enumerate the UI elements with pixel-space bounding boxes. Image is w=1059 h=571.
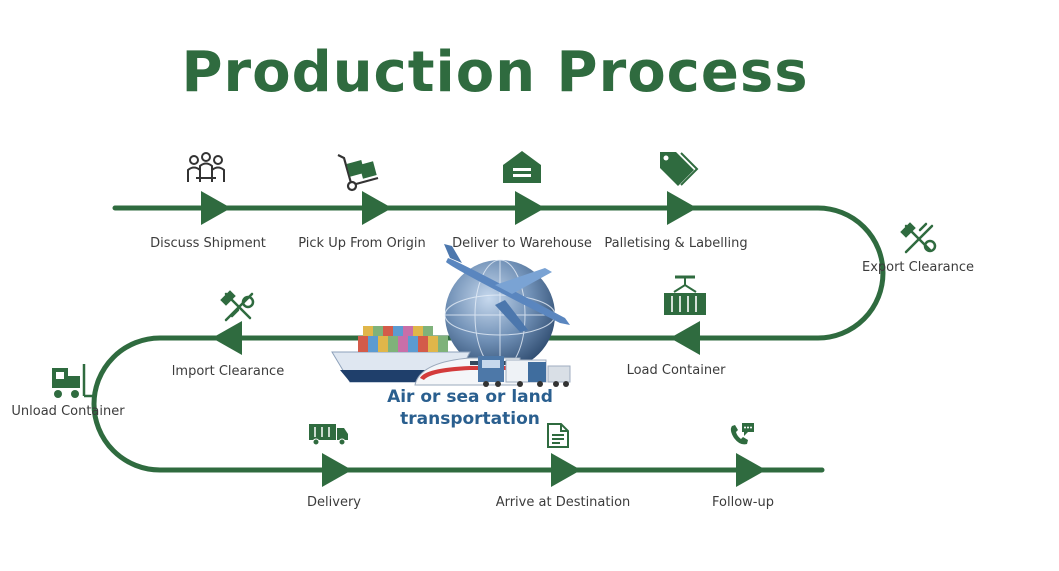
step-label-palletising-labelling: Palletising & Labelling — [604, 236, 748, 251]
step-label-deliver-to-warehouse: Deliver to Warehouse — [452, 236, 592, 251]
price-tag-icon — [660, 152, 699, 186]
step-label-follow-up: Follow-up — [712, 495, 774, 510]
transport-caption-line1: Air or sea or land — [387, 387, 553, 407]
flow-arrow — [670, 321, 700, 355]
flow-arrow — [667, 191, 697, 225]
page-title: Production Process — [181, 40, 809, 105]
forklift-icon — [52, 364, 94, 398]
phone-chat-icon — [730, 423, 754, 445]
container-ship-icon — [331, 326, 471, 383]
people-meeting-icon — [187, 152, 225, 182]
document-icon — [547, 423, 569, 448]
step-label-delivery: Delivery — [307, 495, 361, 510]
step-label-load-container: Load Container — [626, 363, 726, 378]
flow-arrow — [201, 191, 231, 225]
hand-truck-icon — [337, 154, 379, 192]
trucks-icon — [478, 356, 571, 387]
step-label-arrive-at-destination: Arrive at Destination — [495, 495, 631, 510]
flow-arrow — [515, 191, 545, 225]
customs-tools-icon — [900, 222, 937, 254]
transport-caption: Air or sea or land transportation — [340, 386, 600, 430]
step-label-unload-container: Unload Container — [11, 404, 125, 419]
step-label-discuss-shipment: Discuss Shipment — [150, 236, 266, 251]
transport-illustration — [331, 244, 571, 387]
warehouse-icon — [503, 151, 541, 183]
transport-caption-line2: transportation — [400, 409, 540, 429]
customs-tools-icon — [220, 290, 255, 322]
flow-arrow — [551, 453, 581, 487]
step-label-export-clearance: Export Clearance — [861, 260, 975, 275]
step-label-import-clearance: lmport Clearance — [171, 364, 285, 379]
airplane-icon — [444, 244, 570, 332]
truck-icon — [309, 424, 348, 446]
flow-arrow — [736, 453, 766, 487]
step-label-pick-up-from-origin: Pick Up From Origin — [298, 236, 426, 251]
flow-arrow — [322, 453, 352, 487]
crane-container-icon — [664, 275, 706, 315]
flow-arrow — [212, 321, 242, 355]
flow-arrow — [362, 191, 392, 225]
